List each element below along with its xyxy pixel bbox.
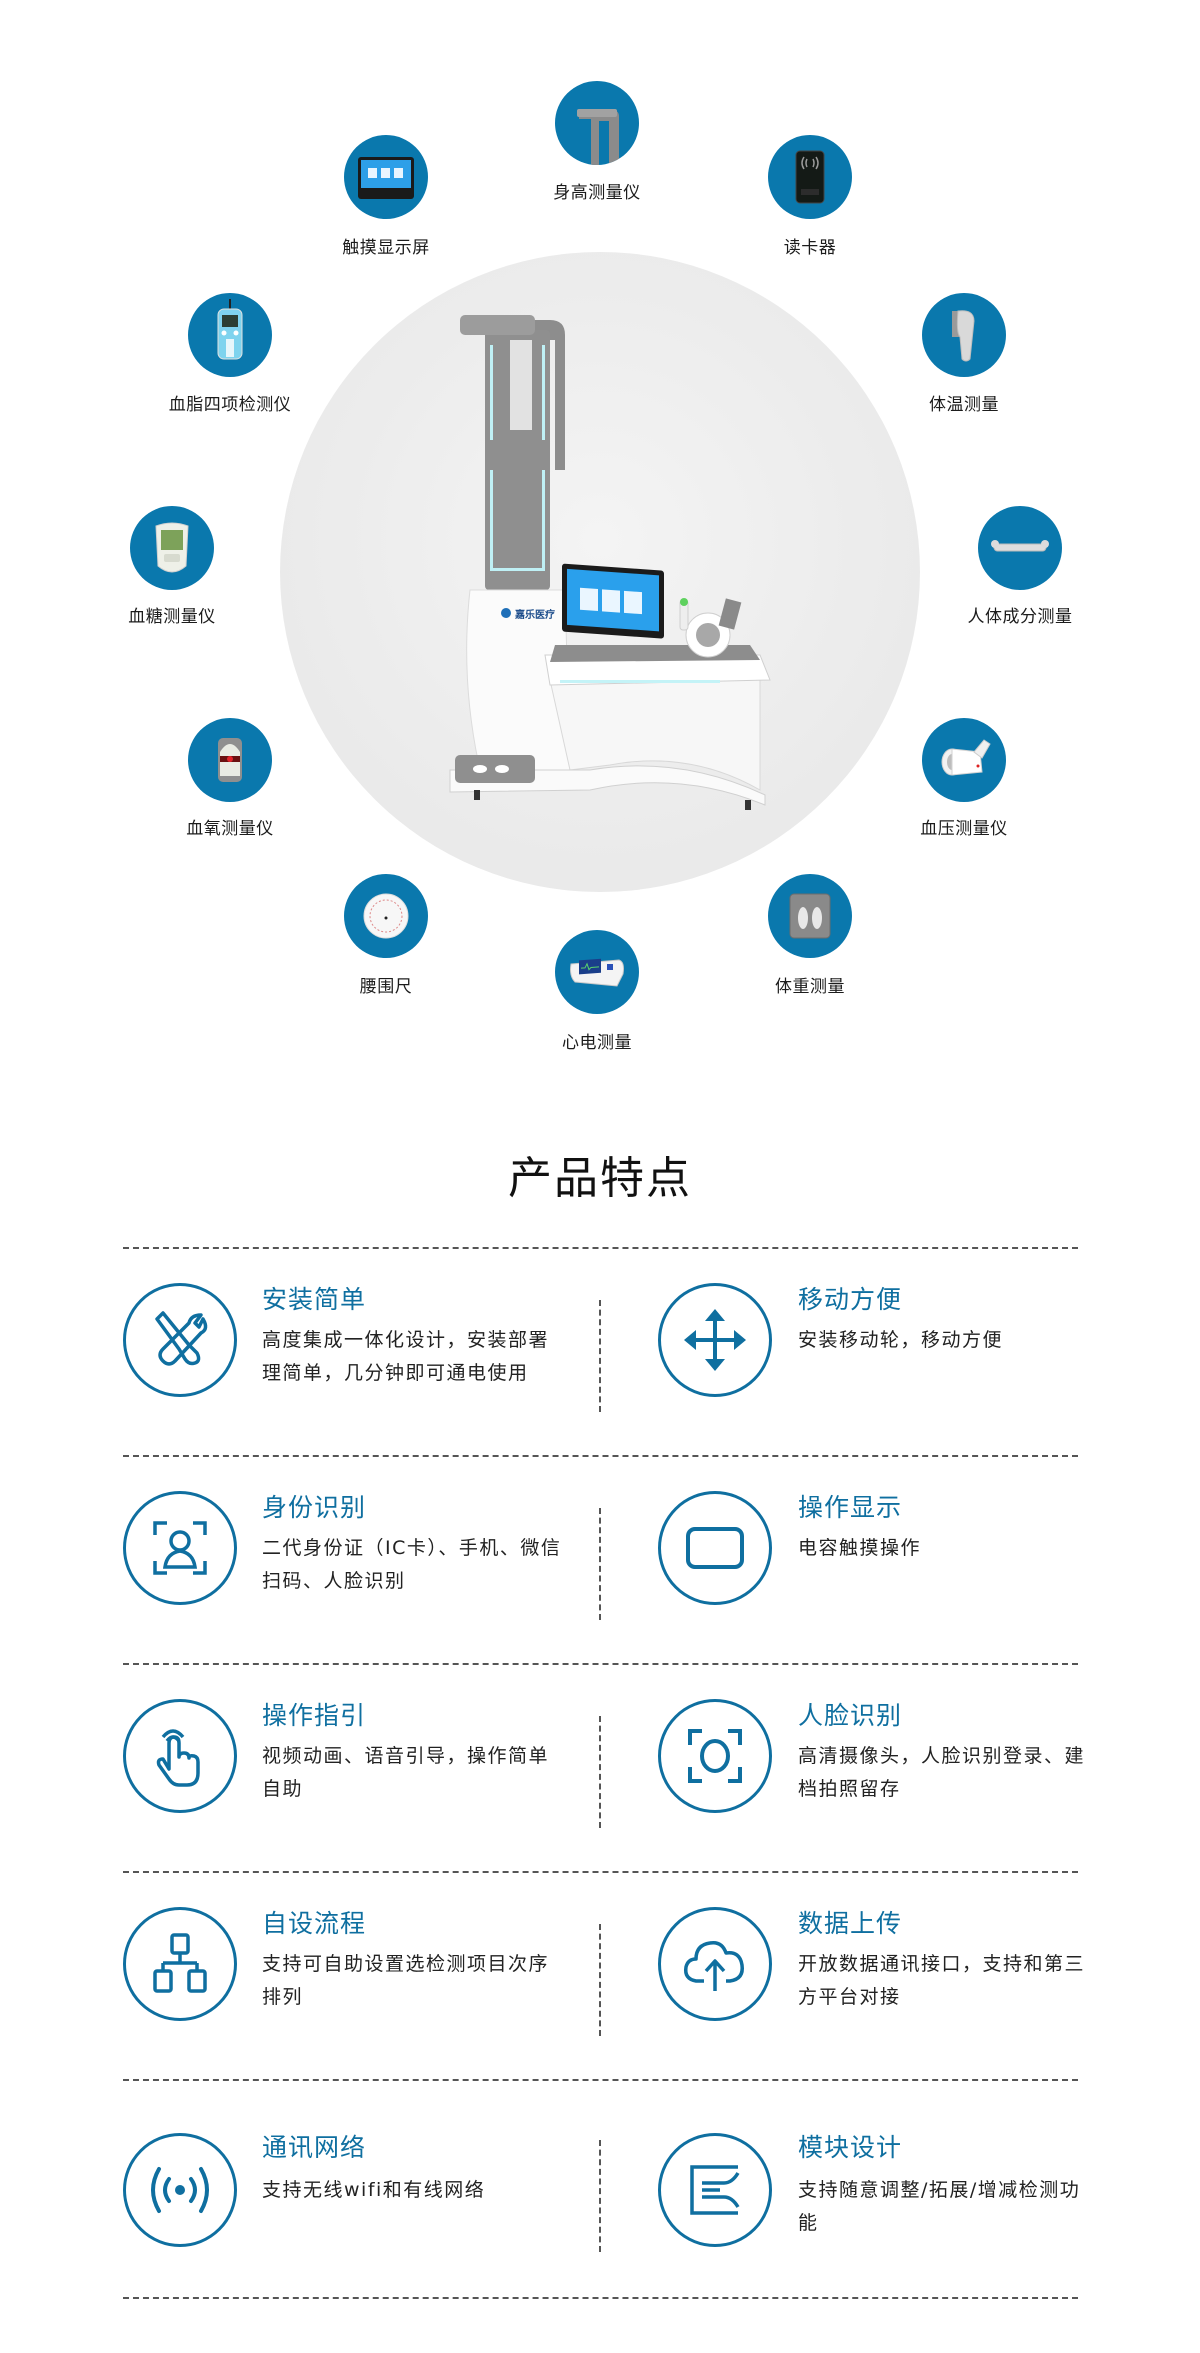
oximeter-icon bbox=[218, 738, 242, 782]
feature-body: 视频动画、语音引导，操作简单自助 bbox=[262, 1745, 550, 1800]
glucose-meter-icon bbox=[155, 522, 189, 573]
device-thermometer bbox=[922, 293, 1006, 377]
feature-body: 支持可自助设置选检测项目次序排列 bbox=[262, 1953, 550, 2008]
device-height-rod bbox=[555, 81, 639, 165]
device-label-glucose: 血糖测量仪 bbox=[128, 607, 216, 627]
height-rod-icon bbox=[577, 109, 619, 165]
feature-title: 自设流程 bbox=[262, 1909, 367, 1938]
health-kiosk-illustration: 嘉乐医疗 bbox=[449, 315, 771, 810]
device-touchscreen bbox=[344, 135, 428, 219]
body-composition-handle-icon bbox=[991, 540, 1049, 552]
feature-title: 通讯网络 bbox=[262, 2133, 367, 2162]
device-card-reader bbox=[768, 135, 852, 219]
feature-body: 二代身份证（IC卡）、手机、微信扫码、人脸识别 bbox=[262, 1537, 562, 1592]
blood-pressure-cuff-icon bbox=[941, 739, 991, 776]
divider bbox=[123, 2079, 1078, 2081]
feature-body: 支持随意调整/拓展/增减检测功能 bbox=[798, 2179, 1081, 2234]
cloud-upload-icon bbox=[683, 1940, 744, 1991]
move-arrows-icon bbox=[684, 1309, 746, 1371]
face-scan-icon bbox=[688, 1729, 742, 1783]
device-label-oximeter: 血氧测量仪 bbox=[186, 819, 274, 839]
device-label-height: 身高测量仪 bbox=[553, 183, 641, 203]
divider bbox=[123, 1247, 1078, 1249]
feature-title: 安装简单 bbox=[262, 1285, 367, 1314]
feature-body: 高清摄像头，人脸识别登录、建档拍照留存 bbox=[798, 1745, 1086, 1800]
device-blood-pressure bbox=[922, 718, 1006, 802]
device-lipid-analyzer bbox=[188, 293, 272, 377]
wireless-signal-icon bbox=[151, 2167, 209, 2213]
feature-title: 数据上传 bbox=[798, 1909, 903, 1938]
device-diagram: 嘉乐医疗 身高测量仪 触摸显示屏 读卡器 bbox=[0, 0, 1200, 1100]
device-label-ecg: 心电测量 bbox=[562, 1033, 632, 1053]
weight-scale-icon bbox=[789, 893, 831, 939]
column-divider bbox=[599, 2140, 601, 2252]
device-label-card-reader: 读卡器 bbox=[783, 238, 837, 258]
feature-icon-network bbox=[123, 2133, 237, 2247]
device-label-touchscreen: 触摸显示屏 bbox=[342, 238, 430, 258]
device-label-body-composition: 人体成分测量 bbox=[967, 607, 1073, 627]
divider bbox=[123, 1455, 1078, 1457]
lipid-analyzer-icon bbox=[217, 299, 243, 360]
feature-title: 模块设计 bbox=[798, 2133, 903, 2162]
brand-logo-text: 嘉乐医疗 bbox=[514, 608, 555, 621]
device-oximeter bbox=[188, 718, 272, 802]
device-weight-scale bbox=[768, 874, 852, 958]
device-label-blood-pressure: 血压测量仪 bbox=[920, 819, 1008, 839]
flowchart-icon bbox=[153, 1933, 207, 1993]
feature-icon-mobility bbox=[658, 1283, 772, 1397]
feature-body: 高度集成一体化设计，安装部署理简单，几分钟即可通电使用 bbox=[262, 1329, 550, 1384]
feature-icon-install bbox=[123, 1283, 237, 1397]
column-divider bbox=[599, 1716, 601, 1828]
feature-title: 身份识别 bbox=[262, 1493, 367, 1522]
device-label-lipid: 血脂四项检测仪 bbox=[168, 395, 292, 415]
tap-hand-icon bbox=[156, 1729, 200, 1787]
feature-title: 人脸识别 bbox=[798, 1701, 903, 1730]
id-person-frame-icon bbox=[153, 1521, 207, 1575]
feature-body: 安装移动轮，移动方便 bbox=[798, 1329, 1004, 1351]
device-body-composition bbox=[978, 506, 1062, 590]
device-ecg-monitor bbox=[555, 930, 639, 1014]
divider bbox=[123, 2297, 1078, 2299]
feature-icon-workflow bbox=[123, 1907, 237, 2021]
feature-icon-module bbox=[658, 2133, 772, 2247]
ecg-monitor-icon bbox=[570, 958, 624, 987]
divider bbox=[123, 1871, 1078, 1873]
device-label-thermometer: 体温测量 bbox=[929, 395, 999, 415]
feature-icon-guide bbox=[123, 1699, 237, 1813]
feature-icon-face bbox=[658, 1699, 772, 1813]
column-divider bbox=[599, 1508, 601, 1620]
feature-body: 电容触摸操作 bbox=[798, 1537, 922, 1559]
device-label-waist: 腰围尺 bbox=[359, 977, 413, 997]
feature-title: 操作显示 bbox=[798, 1493, 903, 1522]
feature-body: 支持无线wifi和有线网络 bbox=[262, 2179, 486, 2201]
column-divider bbox=[599, 1300, 601, 1412]
feature-icon-identity bbox=[123, 1491, 237, 1605]
column-divider bbox=[599, 1924, 601, 2036]
feature-icon-upload bbox=[658, 1907, 772, 2021]
waist-tape-icon bbox=[363, 893, 409, 939]
thermometer-icon bbox=[952, 310, 975, 362]
features-section-title: 产品特点 bbox=[508, 1153, 692, 1204]
divider bbox=[123, 1663, 1078, 1665]
screen-icon bbox=[686, 1527, 744, 1569]
feature-title: 移动方便 bbox=[798, 1285, 903, 1314]
feature-title: 操作指引 bbox=[262, 1701, 367, 1730]
touchscreen-icon bbox=[358, 157, 414, 199]
feature-body: 开放数据通讯接口，支持和第三方平台对接 bbox=[798, 1953, 1086, 2008]
module-icon bbox=[690, 2165, 740, 2215]
card-reader-icon bbox=[795, 150, 825, 204]
device-glucose-meter bbox=[130, 506, 214, 590]
device-waist-tape bbox=[344, 874, 428, 958]
feature-icon-display bbox=[658, 1491, 772, 1605]
tools-icon bbox=[155, 1311, 208, 1366]
device-label-weight: 体重测量 bbox=[775, 977, 845, 997]
